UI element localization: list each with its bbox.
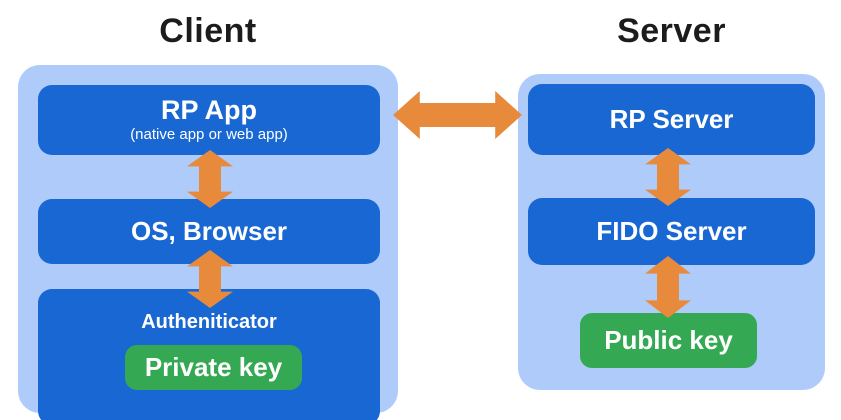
fido-server-box: FIDO Server	[528, 198, 815, 265]
rp-server-label: RP Server	[609, 103, 734, 134]
authenticator-label: Autheniticator	[141, 311, 277, 333]
rp-app-subtitle: (native app or web app)	[130, 125, 288, 143]
fido-server-label: FIDO Server	[596, 215, 747, 246]
os-browser-label: OS, Browser	[130, 215, 288, 246]
client-arrow-osbrowser-authenticator-icon	[187, 250, 233, 308]
private-key-label: Private key	[144, 352, 283, 382]
server-arrow-fidoserver-publickey-icon	[645, 256, 691, 318]
rp-server-box: RP Server	[528, 84, 815, 155]
client-title: Client	[159, 12, 257, 50]
rp-app-label: RP App	[160, 95, 257, 126]
horizontal-double-arrow-icon	[393, 91, 522, 139]
client-arrow-rpapp-osbrowser-icon	[187, 150, 233, 208]
rp-app-box: RP App (native app or web app)	[38, 85, 380, 155]
public-key-label: Public key	[604, 325, 733, 355]
server-arrow-rpserver-fidoserver-icon	[645, 148, 691, 206]
private-key-box: Private key	[125, 345, 302, 390]
public-key-box: Public key	[580, 313, 757, 368]
server-title: Server	[617, 12, 726, 50]
